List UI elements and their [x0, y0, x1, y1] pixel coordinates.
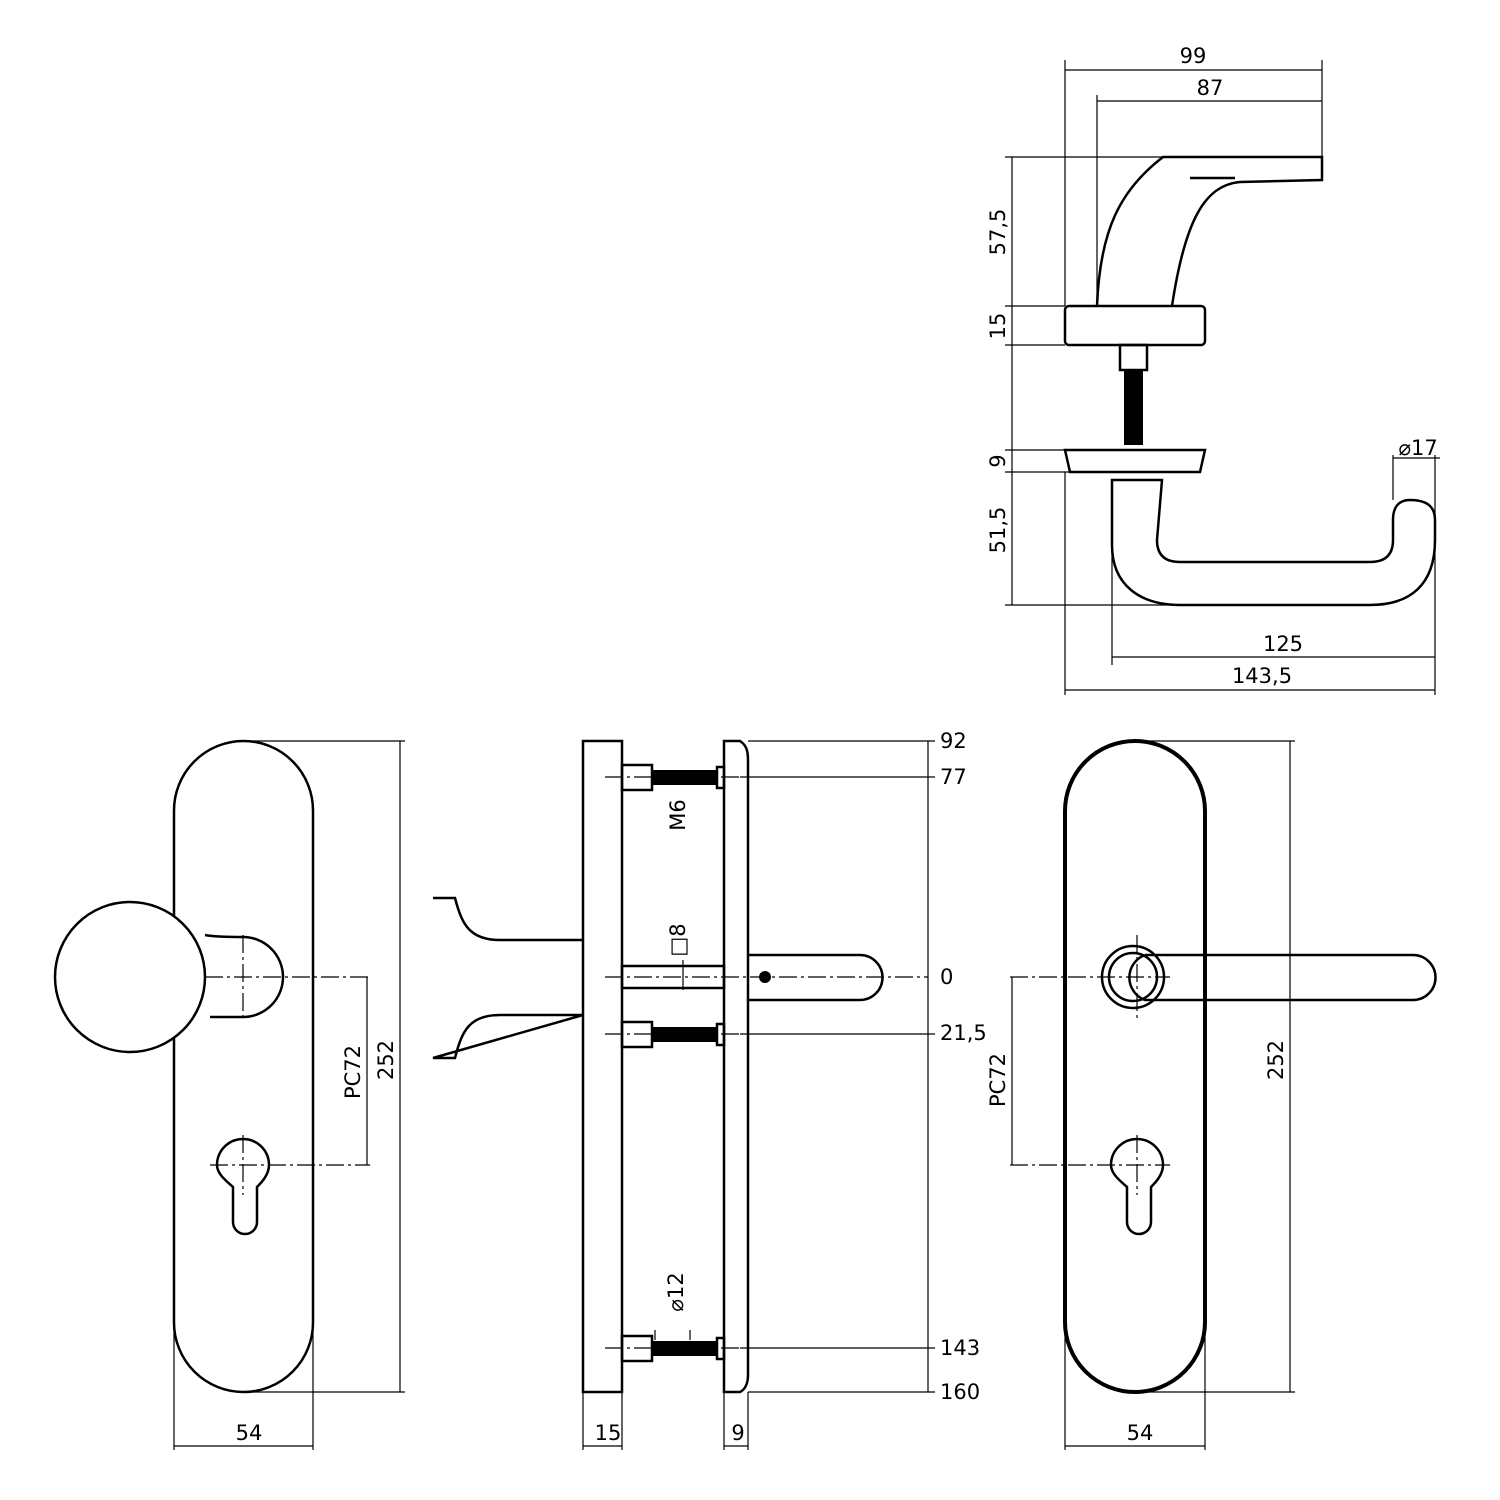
dim-57-5: 57,5 [986, 209, 1010, 256]
diameter-12-label: ⌀12 [664, 1272, 688, 1311]
dim-9-side: 9 [731, 1421, 744, 1445]
dim-9-top: 9 [986, 454, 1010, 467]
pc-dim-knob: PC72 [341, 1045, 365, 1099]
dim-15-top: 15 [986, 313, 1010, 340]
dim-125: 125 [1263, 632, 1303, 656]
dim-51-5: 51,5 [986, 507, 1010, 554]
level-143: 143 [940, 1336, 980, 1360]
width-dim-lever: 54 [1127, 1421, 1154, 1445]
screws [620, 763, 726, 1363]
dim-15-side: 15 [595, 1421, 622, 1445]
knob-front-view: PC72 252 54 [53, 739, 405, 1450]
dim-87: 87 [1197, 76, 1224, 100]
level-160: 160 [940, 1380, 980, 1404]
level-77: 77 [940, 765, 967, 789]
level-21-5: 21,5 [940, 1021, 987, 1045]
width-dim-knob: 54 [236, 1421, 263, 1445]
height-dim-knob: 252 [374, 1040, 398, 1080]
level-0: 0 [940, 965, 953, 989]
lever-front-view: PC72 252 54 [986, 739, 1437, 1450]
lever-top-view: 99 87 57,5 15 9 51,5 ⌀17 125 143,5 [986, 44, 1440, 695]
dim-diameter-17: ⌀17 [1398, 436, 1437, 460]
dim-99: 99 [1180, 44, 1207, 68]
side-view: 92 77 0 21,5 143 160 M6 □8 ⌀12 15 9 [432, 729, 987, 1450]
m6-label: M6 [666, 799, 690, 830]
level-92: 92 [940, 729, 967, 753]
square-8-label: □8 [666, 923, 690, 956]
height-dim-lever: 252 [1264, 1040, 1288, 1080]
dim-143-5: 143,5 [1232, 664, 1292, 688]
pc-dim-lever: PC72 [986, 1053, 1010, 1107]
